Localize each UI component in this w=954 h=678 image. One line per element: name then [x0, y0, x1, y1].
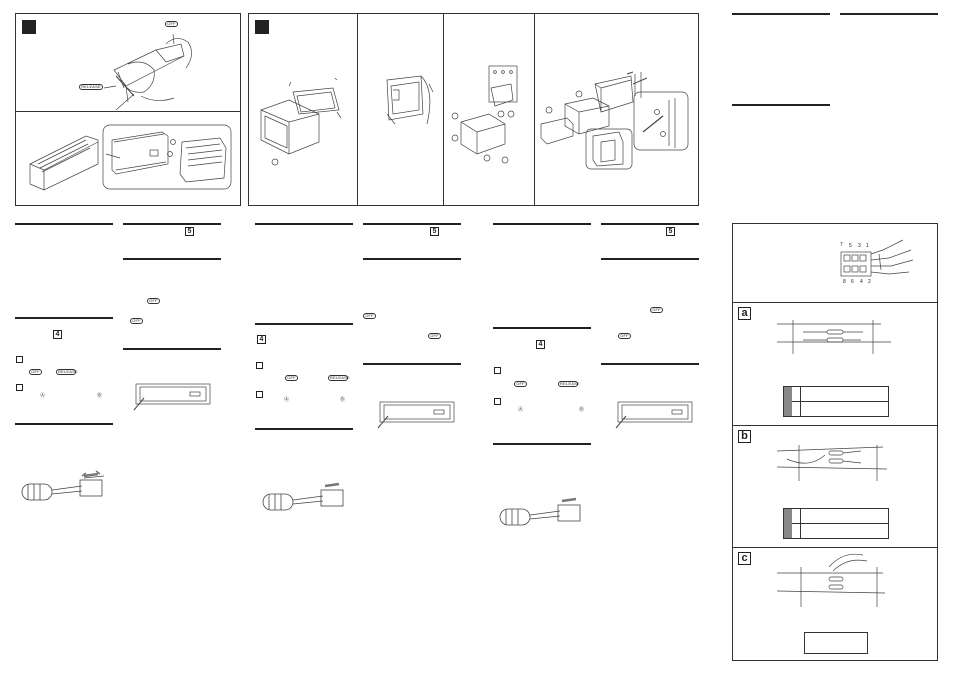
callout-a: Ⓐ [518, 407, 524, 413]
table-row-divider [784, 401, 888, 402]
section-heading-bar [255, 223, 353, 225]
section-heading-bar [601, 223, 699, 225]
figure-panel-front-panel: OFF RELEASE [15, 13, 241, 206]
section-label-c: c [738, 552, 751, 565]
pin-number: 4 [860, 279, 863, 285]
panel-divider [534, 14, 535, 205]
section-heading-bar [15, 423, 113, 425]
step-marker-4: 4 [536, 340, 545, 349]
section-heading-bar [493, 443, 591, 445]
off-button-label: OFF [363, 313, 376, 319]
section-heading-bar [601, 363, 699, 365]
off-button-label: OFF [428, 333, 441, 339]
callout-b: Ⓑ [340, 397, 346, 403]
section-heading-bar [255, 323, 353, 325]
pin-number: 2 [868, 279, 871, 285]
panel-divider [16, 111, 240, 112]
panel-divider [357, 14, 358, 205]
release-button-label: RELEASE [79, 84, 103, 90]
section-heading-bar [15, 317, 113, 319]
section-heading-bar [732, 13, 830, 15]
section-heading-bar [123, 258, 221, 260]
release-button-label: RELEASE [56, 369, 78, 375]
section-heading-bar [255, 428, 353, 430]
section-heading-bar [363, 223, 461, 225]
off-button-label: OFF [285, 375, 298, 381]
reset-button-illustration [615, 401, 693, 429]
reset-button-illustration [133, 383, 211, 411]
section-heading-bar [123, 348, 221, 350]
screwdriver-illustration [21, 470, 105, 501]
table-row-divider [784, 523, 888, 524]
off-button-label: OFF [165, 21, 178, 27]
iso-connector-illustration [840, 239, 914, 277]
callout-a: Ⓐ [284, 397, 290, 403]
wire-connection-c [776, 553, 886, 607]
wire-connection-b [776, 445, 888, 481]
callout-b: Ⓑ [579, 407, 585, 413]
table-column-divider [800, 387, 801, 416]
pin-number: 3 [858, 243, 861, 249]
pin-number: 7 [840, 242, 843, 248]
table-column-shade [784, 509, 792, 538]
section-heading-bar [15, 223, 113, 225]
step-marker-5: 5 [430, 227, 439, 236]
section-heading-bar [123, 223, 221, 225]
step-number [494, 367, 501, 374]
detach-front-panel-illustration [29, 33, 232, 191]
off-button-label: OFF [514, 381, 527, 387]
table-column-divider [800, 509, 801, 538]
step-marker-5: 5 [666, 227, 675, 236]
callout-b: Ⓑ [97, 393, 103, 399]
section-heading-bar [363, 258, 461, 260]
pin-number: 1 [866, 243, 869, 249]
section-heading-bar [363, 363, 461, 365]
panel-divider [443, 14, 444, 205]
section-label-b: b [738, 430, 751, 443]
step-number [256, 362, 263, 369]
pin-number: 6 [851, 279, 854, 285]
section-heading-bar [493, 223, 591, 225]
step-marker-4: 4 [53, 330, 62, 339]
screwdriver-illustration [262, 482, 344, 511]
panel-divider [733, 302, 937, 303]
step-marker-4: 4 [257, 335, 266, 344]
off-button-label: OFF [29, 369, 42, 375]
section-heading-bar [601, 258, 699, 260]
step-marker-5: 5 [185, 227, 194, 236]
step-number [256, 391, 263, 398]
release-button-label: RELEASE [558, 381, 580, 387]
screwdriver-illustration [499, 497, 581, 526]
off-button-label: OFF [618, 333, 631, 339]
note-box [804, 632, 868, 654]
figure-number-marker [22, 20, 36, 34]
step-number [16, 384, 23, 391]
step-number [16, 356, 23, 363]
section-heading-bar [493, 327, 591, 329]
figure-number-marker [255, 20, 269, 34]
off-button-label: OFF [650, 307, 663, 313]
figure-panel-installation [248, 13, 699, 206]
panel-divider [733, 547, 937, 548]
reset-button-illustration [377, 401, 455, 429]
connection-diagram-panel: 7 5 3 1 8 6 4 2 a b [732, 223, 938, 661]
section-label-a: a [738, 307, 751, 320]
wire-connection-a [777, 320, 891, 354]
section-heading-bar [840, 13, 938, 15]
off-button-label: OFF [130, 318, 143, 324]
wire-color-table [783, 508, 889, 539]
panel-divider [733, 425, 937, 426]
table-column-shade [784, 387, 792, 416]
callout-a: Ⓐ [40, 393, 46, 399]
off-button-label: OFF [147, 298, 160, 304]
step-number [494, 398, 501, 405]
wire-color-table [783, 386, 889, 417]
installation-illustration [260, 65, 689, 170]
pin-number: 8 [843, 279, 846, 285]
pin-number: 5 [849, 243, 852, 249]
release-button-label: RELEASE [328, 375, 350, 381]
section-heading-bar [732, 104, 830, 106]
